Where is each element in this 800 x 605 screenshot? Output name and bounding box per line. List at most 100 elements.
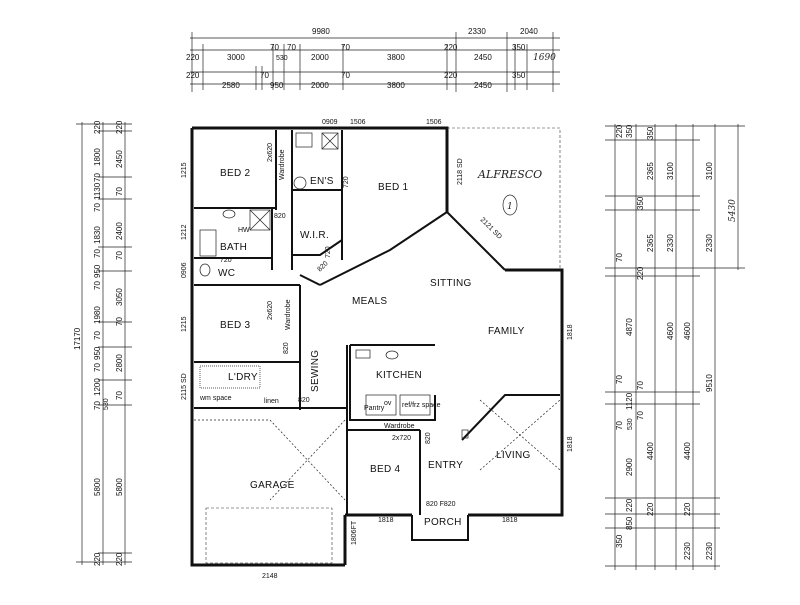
label-fridge: ref/frz space [402,402,441,409]
room-ensuite: EN'S [310,176,334,187]
dim-overall-width: 9980 [312,27,330,36]
label-820-e: 820 [316,260,329,273]
dim-l2-2: 70 [115,187,124,196]
dim-rc2-3: 4600 [666,322,675,340]
dim-rc2-0: 350 [646,126,655,140]
dim-rc1-3: 350 [636,196,645,210]
dim-r2-1: 2580 [222,81,240,90]
label-1506-b: 1506 [426,119,442,126]
room-laundry: L'DRY [228,372,258,383]
dim-l1-7: 950 [93,264,102,278]
dim-rc3-3: 70 [636,381,645,390]
dim-l1-14: 70 [93,401,102,410]
dim-rc3-4: 70 [636,411,645,420]
dim-right-1: 2330 [468,27,486,36]
dim-l1-3: 1130 [93,182,102,200]
dim-l1-11: 950 [93,346,102,360]
room-family: FAMILY [488,326,525,337]
label-1818-d: 1818 [567,436,574,452]
label-2121: 2121 SD [479,216,503,240]
dim-r1-0: 220 [186,53,200,62]
room-bed3: BED 3 [220,320,251,331]
dim-r1-5: 70 [341,43,350,52]
label-2118: 2118 SD [457,158,464,185]
label-wardrobe-2: Wardrobe [285,299,292,330]
dim-r1-6: 3800 [387,53,405,62]
dim-rc1-4: 2365 [646,234,655,252]
dim-r2-0: 220 [186,71,200,80]
dim-rc1-2: 2365 [646,162,655,180]
label-wardrobe-1: Wardrobe [279,149,286,180]
dim-right-2: 2040 [520,27,538,36]
dim-rc1-14: 350 [615,534,624,548]
dim-rc3-0: 3100 [705,162,714,180]
label-2x720: 2x720 [392,435,411,442]
room-porch: PORCH [424,517,462,528]
dim-l2-3: 2400 [115,222,124,240]
room-bed4: BED 4 [370,464,401,475]
dim-rc1-5: 70 [615,253,624,262]
dim-r2-5: 70 [341,71,350,80]
label-720-b: 720 [220,257,232,264]
left-dimensions: 17170 220 1800 70 1130 70 1830 70 950 70… [73,120,132,566]
walls [190,126,564,567]
dim-rc1-0: 220 [615,124,624,138]
dim-l2-7: 2800 [115,354,124,372]
dim-l2-8: 70 [115,391,124,400]
alfresco-mark: 1 [507,202,513,212]
dim-rc1-9: 1120 [625,392,634,410]
dim-l1-15: 5800 [93,478,102,496]
label-wm: wm space [199,395,232,402]
room-kitchen: KITCHEN [376,370,422,381]
label-2148: 2148 [262,573,278,580]
label-1818-b: 1818 [502,517,518,524]
dim-r1-4: 2000 [311,53,329,62]
label-2115: 2115 SD [181,373,188,400]
dim-rc2-5: 220 [646,502,655,516]
dim-rc3-1: 2330 [705,234,714,252]
dim-r1-7: 220 [444,43,458,52]
dim-right-overall-1: 9510 [705,374,714,392]
dim-rc3-6: 220 [683,502,692,516]
dim-r2-2: 70 [260,71,269,80]
label-wardrobe-3: Wardrobe [384,423,415,430]
dim-l2-1: 2450 [115,150,124,168]
label-1215-a: 1215 [181,162,188,178]
label-oven: ov [384,400,392,407]
room-bed1: BED 1 [378,182,409,193]
fixtures [199,132,469,439]
dim-r2-6: 3800 [387,81,405,90]
label-820-f: 820 F820 [426,501,456,508]
label-0906: 0906 [181,262,188,278]
dim-rc1-7: 4870 [625,318,634,336]
dim-right-overall-3: 2230 [705,542,714,560]
dim-l-extra: 530 [103,398,110,410]
dim-l2-6: 70 [115,317,124,326]
right-dimensions: 220 350 2365 350 2365 70 220 4870 70 112… [605,124,745,570]
top-dimensions: 9980 2330 2040 220 3000 70 70 530 2000 7… [186,27,560,92]
dim-rc1-8: 70 [615,375,624,384]
room-sitting: SITTING [430,278,472,289]
dim-handwritten-top: 1690 [533,53,556,63]
label-820-d: 820 [425,432,432,444]
room-wir: W.I.R. [300,230,329,241]
dim-r2-8: 2450 [474,81,492,90]
dim-right-overall-2: 2230 [683,542,692,560]
dim-r1-small: 530 [276,55,288,62]
dim-l1-8: 70 [93,281,102,290]
dim-l1-4: 70 [93,203,102,212]
dim-l1-1: 1800 [93,148,102,166]
dim-l2-10: 220 [115,552,124,566]
label-820-c: 820 [298,397,310,404]
label-720-a: 720 [343,176,350,188]
dim-l2-5: 3050 [115,288,124,306]
dim-r2-9: 350 [512,71,526,80]
dim-rc3-2: 4600 [683,322,692,340]
dim-r1-3: 70 [287,43,296,52]
label-1818-c: 1818 [567,324,574,340]
dim-l1-13: 1200 [93,378,102,396]
label-1506-a: 1506 [350,119,366,126]
room-garage: GARAGE [250,480,295,491]
dim-rc1-13: 220 [625,498,634,512]
